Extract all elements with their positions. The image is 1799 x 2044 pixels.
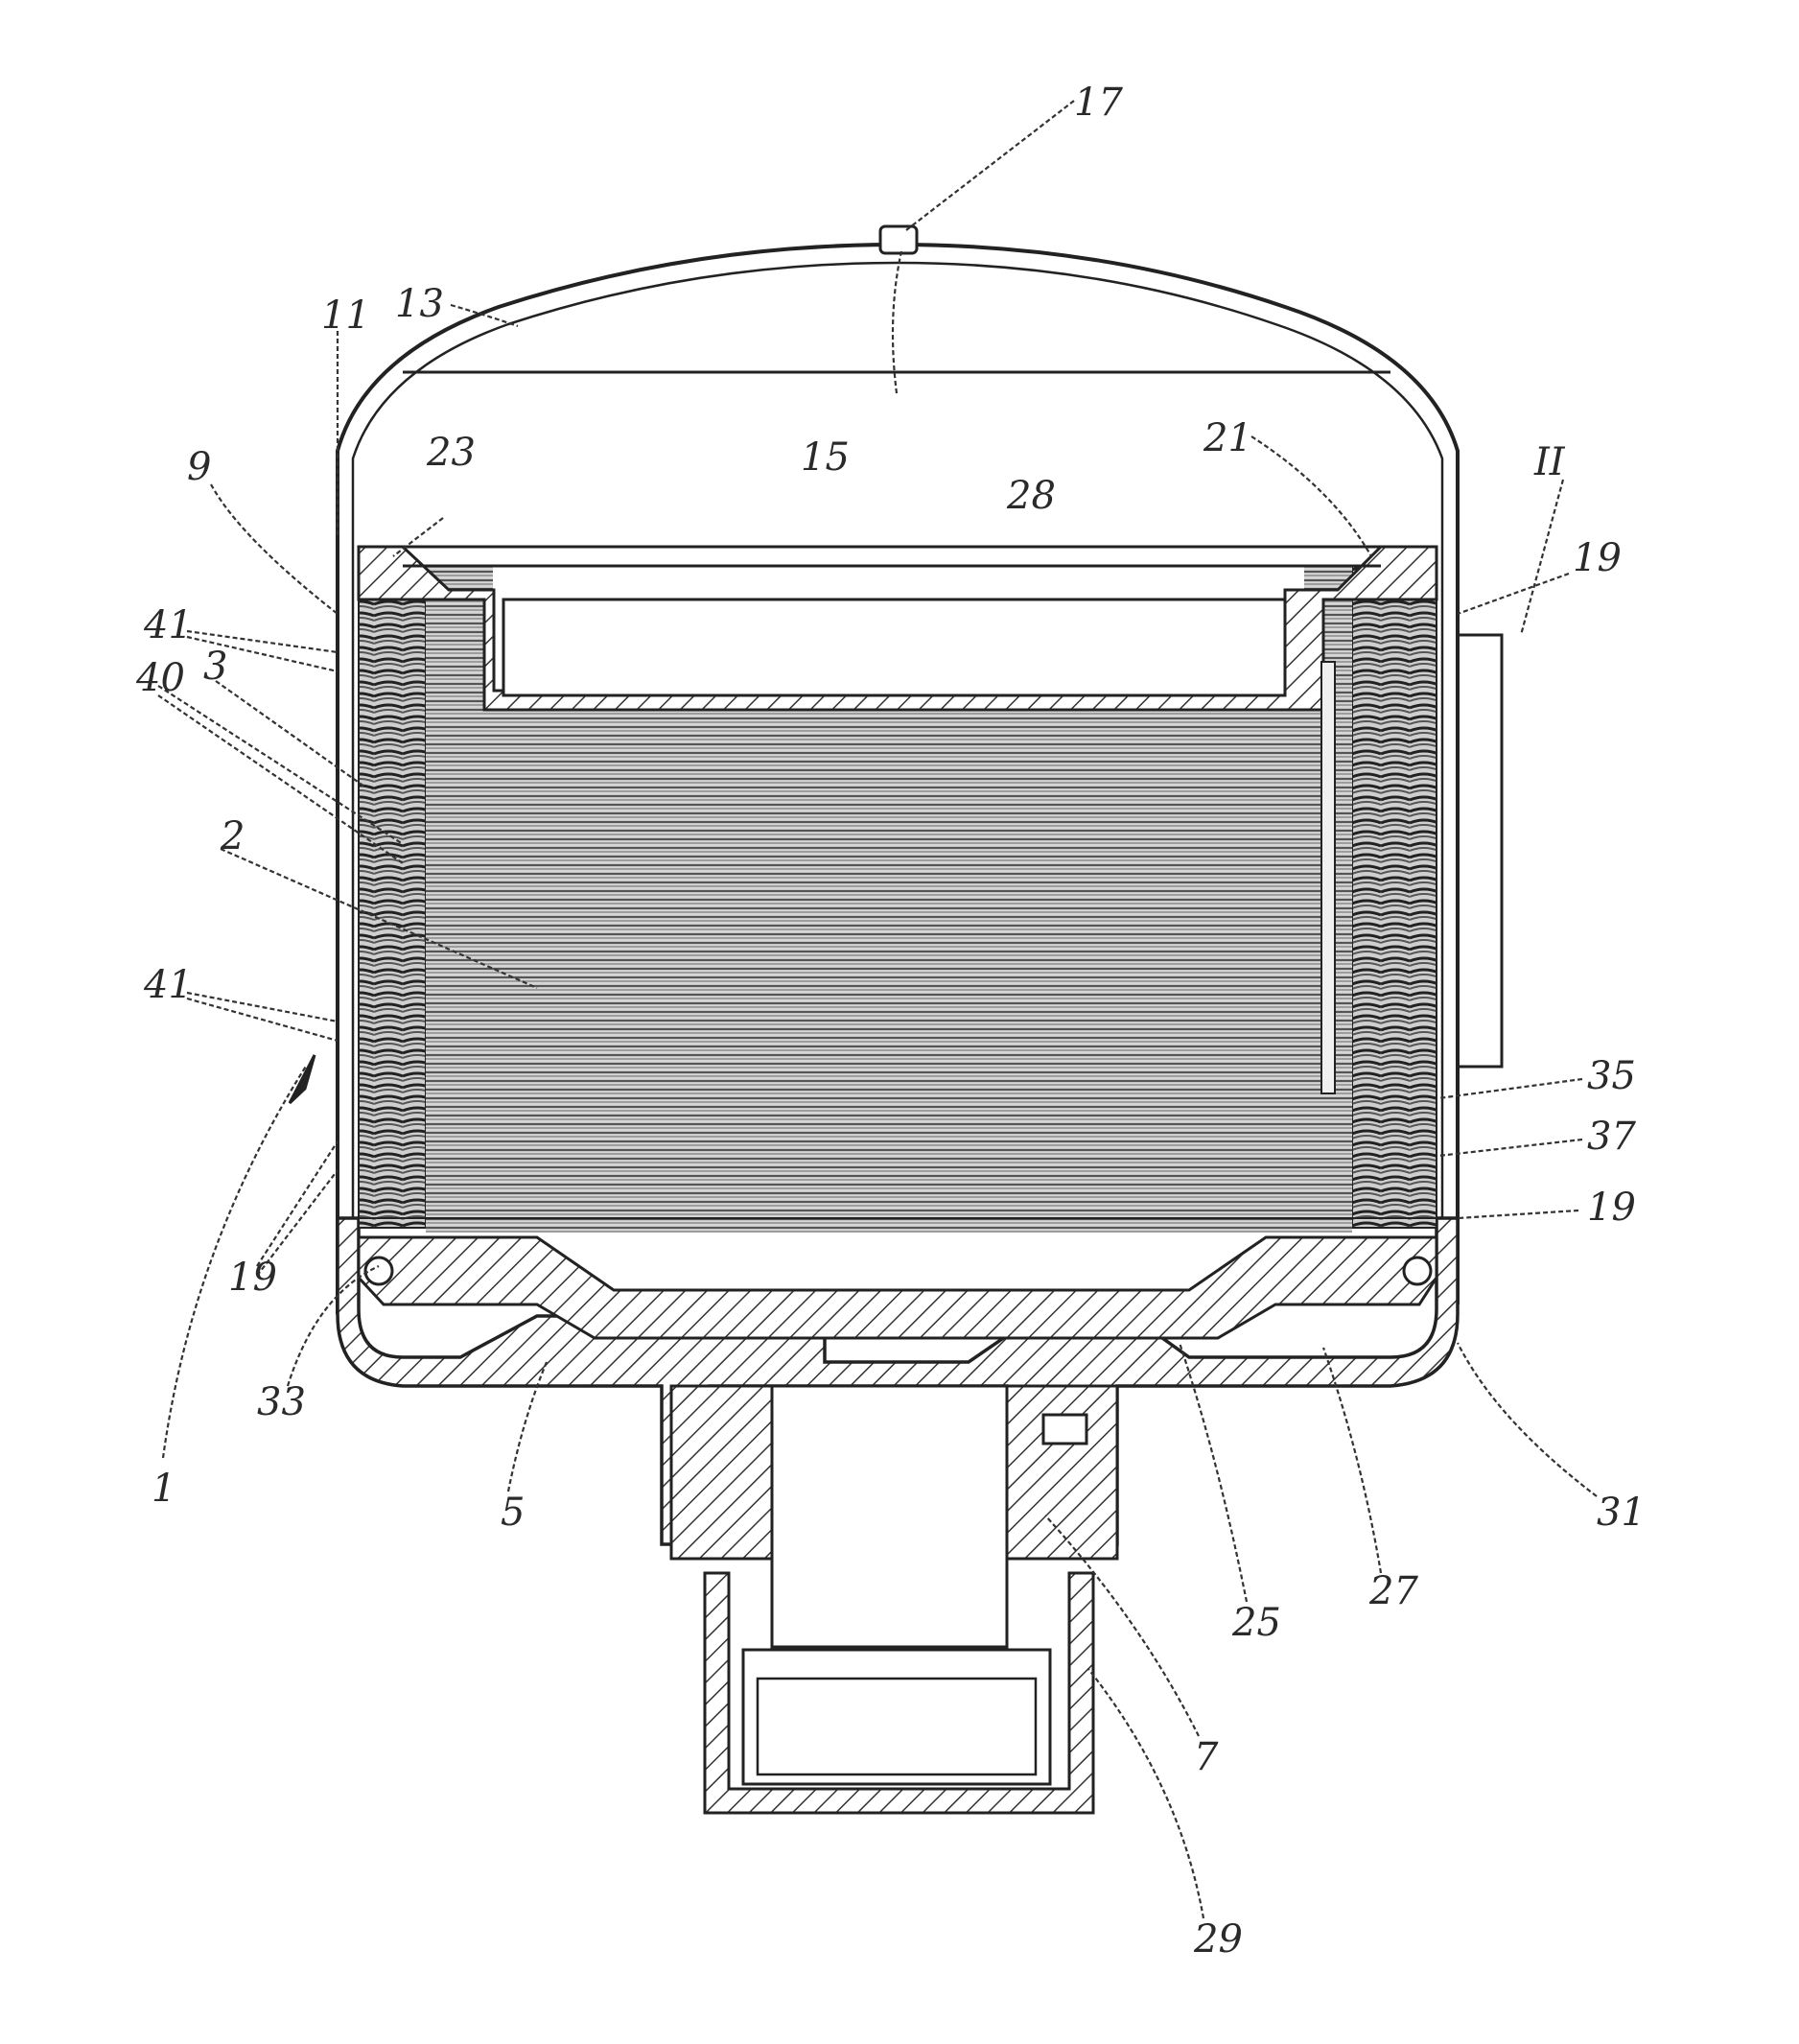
cap-inner-cylinder [741, 1648, 1052, 1786]
label-17: 17 [1074, 81, 1123, 125]
arrow-1 [288, 1054, 316, 1105]
label-40: 40 [135, 656, 185, 700]
label-13: 13 [395, 282, 444, 326]
label-35: 35 [1587, 1054, 1636, 1098]
label-5: 5 [501, 1491, 525, 1535]
bottom-housing [336, 1216, 1460, 1815]
label-3: 3 [203, 645, 227, 689]
label-9: 9 [187, 445, 211, 489]
label-19-right: 19 [1587, 1186, 1636, 1230]
outlet-side-left [669, 1384, 774, 1561]
label-33: 33 [257, 1380, 306, 1424]
cap-inner-band [756, 1677, 1038, 1776]
label-41-bottom: 41 [143, 963, 193, 1007]
label-27: 27 [1368, 1569, 1418, 1613]
label-23: 23 [426, 431, 476, 475]
label-41-top: 41 [143, 603, 193, 647]
reference-labels: 17 13 11 15 9 23 21 II 19 28 41 3 40 2 4… [135, 81, 1646, 1962]
filter-media [426, 710, 1352, 1233]
filter-element [357, 545, 1504, 1233]
bottom-plate [357, 1235, 1438, 1340]
o-ring-33 [363, 1256, 394, 1286]
outer-housing [336, 224, 1460, 1314]
inner-sleeve [1320, 661, 1336, 1094]
label-21: 21 [1203, 416, 1252, 460]
pleat-left [358, 565, 427, 1229]
outlet-notch [1041, 1413, 1088, 1445]
label-2: 2 [220, 814, 245, 858]
outlet-side-right [1005, 1384, 1119, 1561]
label-1: 1 [152, 1467, 175, 1511]
bottom-wall-hatched [336, 1216, 1460, 1546]
label-19-top: 19 [1573, 536, 1622, 580]
label-11: 11 [321, 294, 370, 338]
vent-cap-17 [878, 224, 919, 255]
label-31: 31 [1597, 1491, 1646, 1535]
label-28: 28 [1006, 474, 1056, 518]
label-19-left: 19 [228, 1256, 277, 1300]
detail-bracket-II [1458, 633, 1504, 1069]
label-II: II [1533, 440, 1566, 484]
chamber-28 [502, 598, 1287, 697]
pleat-right [1351, 565, 1437, 1229]
dome-shell-inner [351, 261, 1444, 1304]
label-29: 29 [1193, 1917, 1243, 1962]
label-15: 15 [801, 435, 850, 480]
label-7: 7 [1194, 1735, 1219, 1779]
end-cap-29 [703, 1571, 1095, 1815]
leader-lines [157, 100, 1598, 1919]
outlet-bore [770, 1384, 1009, 1649]
o-ring-31 [1402, 1256, 1433, 1286]
label-25: 25 [1231, 1601, 1281, 1645]
label-37: 37 [1587, 1115, 1636, 1159]
